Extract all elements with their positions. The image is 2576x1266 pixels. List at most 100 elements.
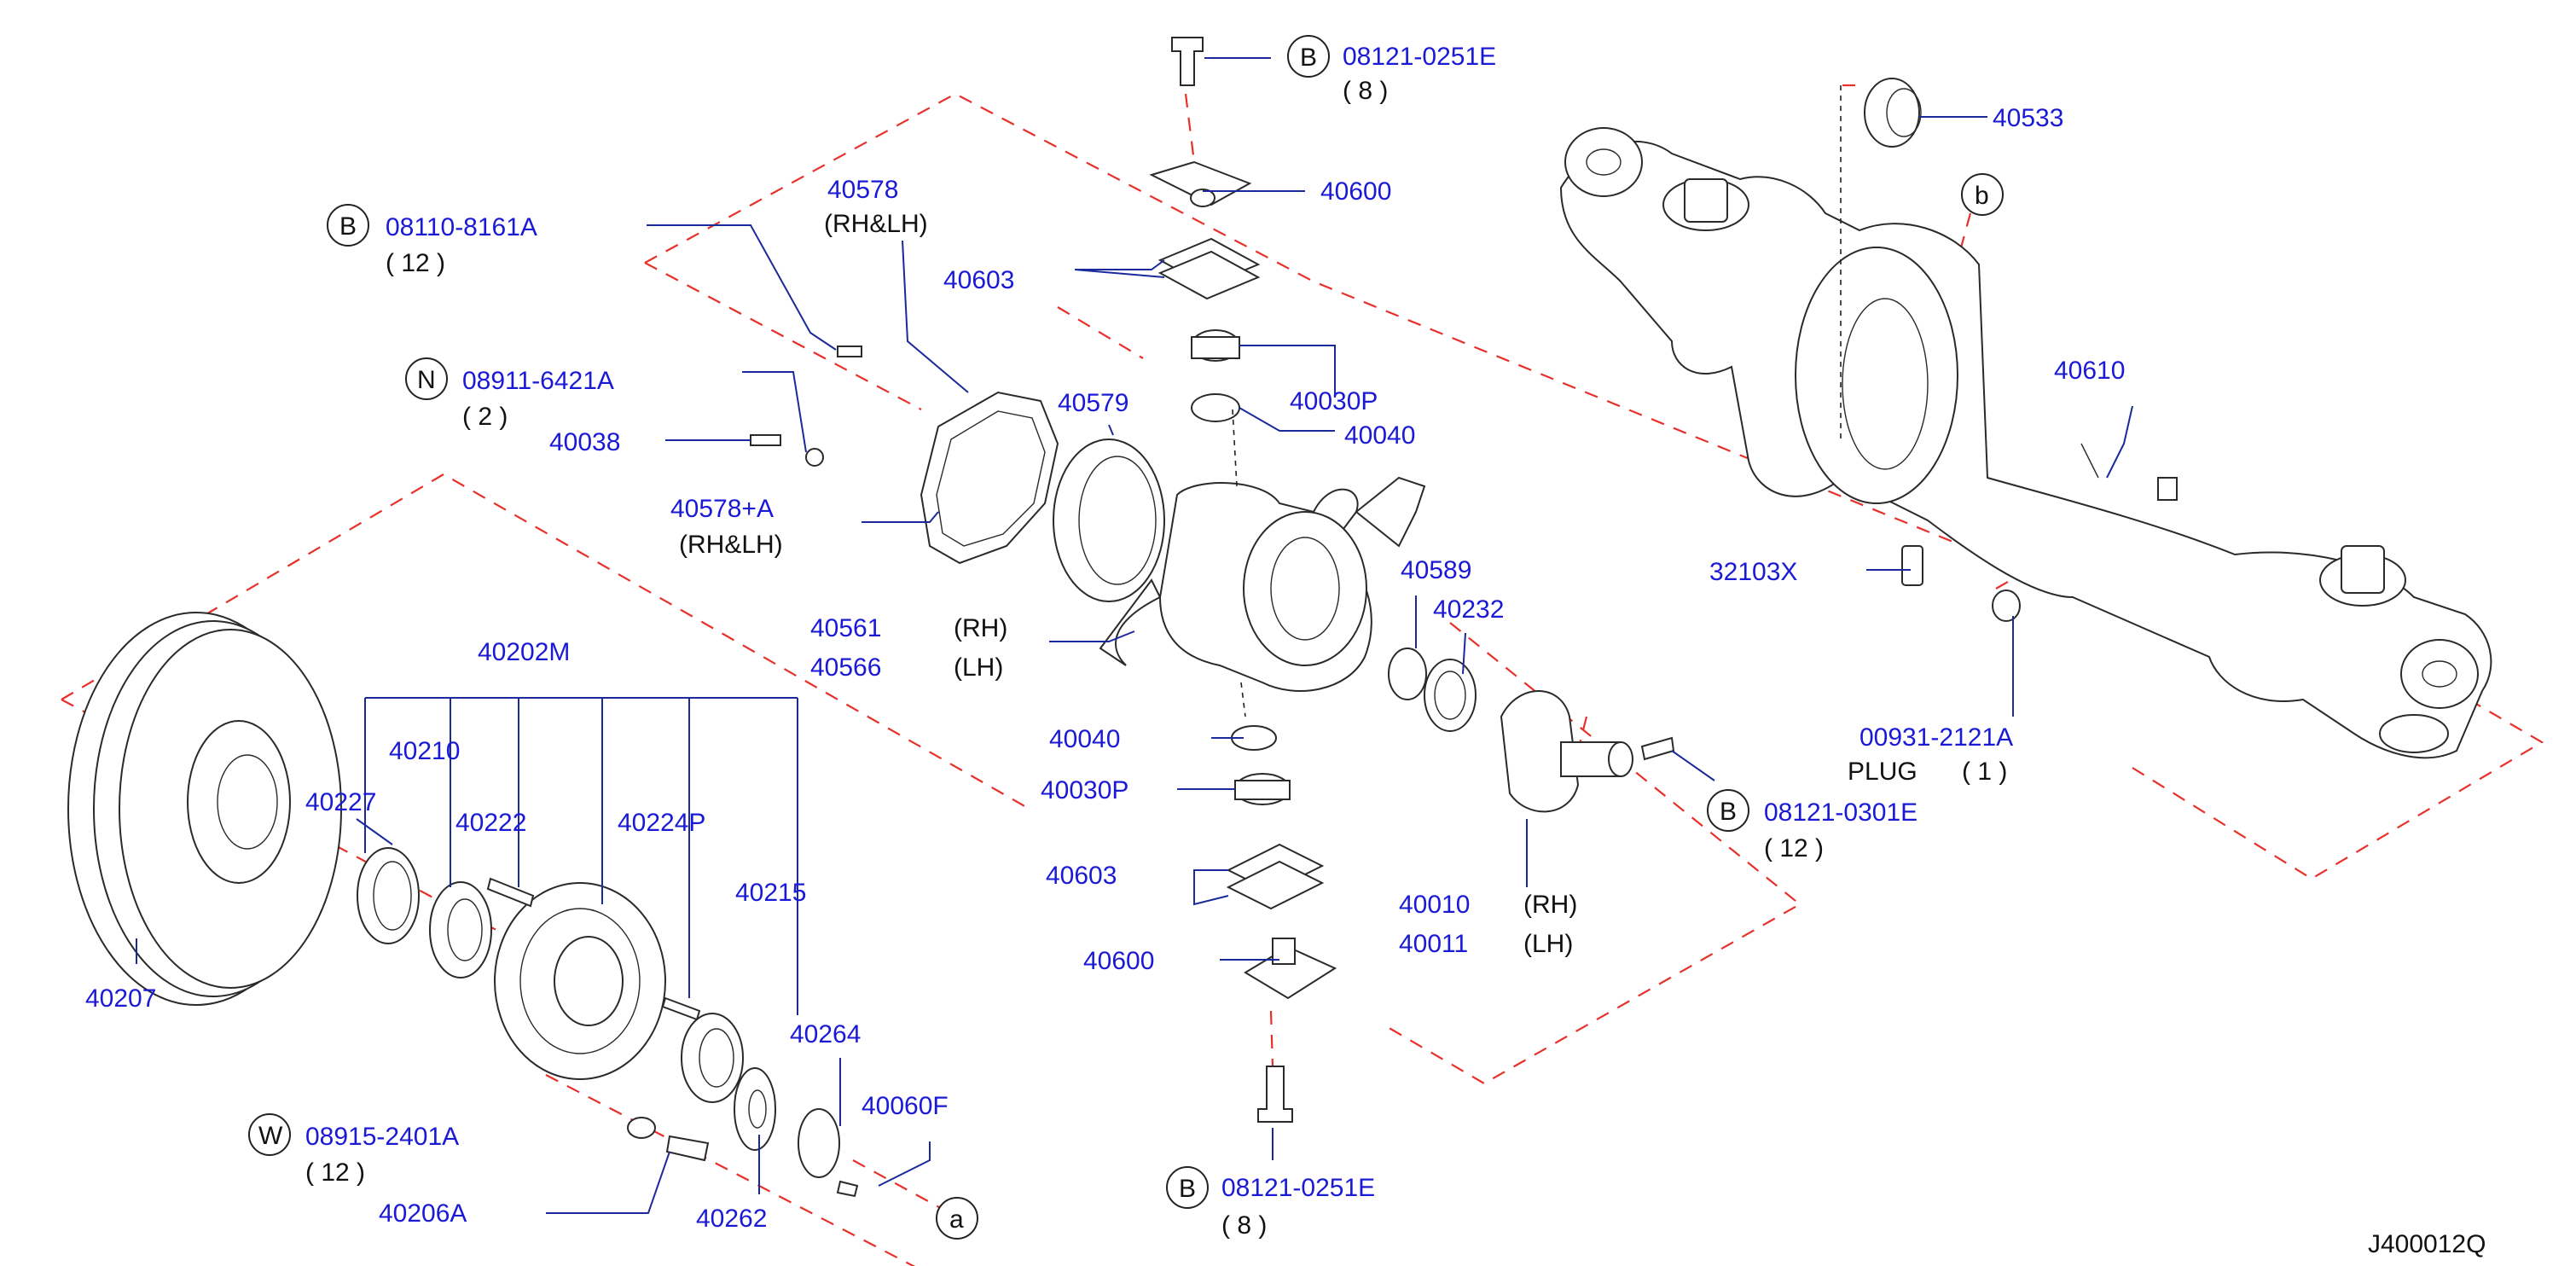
callout-40232: 40232 [1433, 595, 1504, 624]
king-pin-bottom-assembly [1226, 725, 1337, 1123]
callout-40224P: 40224P [618, 809, 705, 837]
callout-40060F: 40060F [862, 1092, 949, 1120]
prefix-circle [248, 1113, 291, 1156]
callout-40222: 40222 [455, 809, 526, 837]
callout-note: (RH&LH) [679, 531, 783, 559]
callout-qty: ( 12 ) [1764, 834, 1824, 862]
axle-right-tube-end [2400, 639, 2479, 709]
knuckle-bore [1243, 511, 1367, 666]
callout-08110-8161A: 08110-8161A [386, 213, 537, 241]
prefix-letter: B [1300, 44, 1317, 72]
prefix-circle [1707, 789, 1749, 832]
prefix-letter: W [258, 1122, 283, 1150]
callout-qty: ( 8 ) [1221, 1211, 1267, 1240]
bolt-08121-bot [1257, 1066, 1293, 1123]
washer-08915 [627, 1117, 656, 1139]
seal-40040-top [1191, 393, 1240, 422]
callout-40600-top: 40600 [1320, 177, 1391, 206]
bolt-40206A [665, 1135, 710, 1162]
shim-40603-bot-b [1226, 860, 1325, 910]
boundary-knuckle-mid [1057, 306, 1144, 359]
prefix-circle [1166, 1166, 1209, 1209]
callout-qty: ( 2 ) [462, 403, 508, 431]
boundary-bolt-top [1184, 93, 1196, 163]
callout-note: (LH) [954, 653, 1003, 682]
callout-40578: 40578 [827, 176, 898, 204]
hub-assembly [357, 847, 859, 1198]
plug-00931 [1992, 589, 2021, 622]
callout-40227: 40227 [305, 788, 376, 816]
callout-40038: 40038 [549, 428, 620, 456]
prefix-letter: B [339, 212, 357, 241]
leader-lines [136, 57, 2133, 1214]
prefix-circle [405, 357, 448, 400]
axle-housing-drawing [1559, 85, 2492, 759]
callout-40202M: 40202M [478, 638, 570, 666]
callout-40533: 40533 [1993, 104, 2063, 132]
callout-qty: ( 8 ) [1343, 77, 1388, 105]
seal-40579 [1053, 438, 1165, 602]
differential-cover [1795, 247, 1958, 504]
prefix-letter: B [1720, 798, 1737, 826]
boundary-ref-a [852, 1159, 948, 1212]
callout-40610: 40610 [2054, 357, 2125, 385]
knuckle-arm [1355, 476, 1426, 548]
shim-40603-top-b [1157, 250, 1261, 300]
reference-circle-a [936, 1197, 978, 1240]
callout-40215: 40215 [735, 879, 806, 907]
reference-circle-b [1961, 173, 2004, 216]
callout-40207: 40207 [85, 984, 156, 1013]
callout-40561: 40561 [810, 614, 881, 642]
callout-40206A: 40206A [379, 1199, 467, 1228]
bolt-40038 [750, 434, 781, 446]
callout-08915-2401A: 08915-2401A [305, 1123, 459, 1151]
bearing-40232 [1424, 659, 1477, 732]
boundary-axle-b [2132, 682, 2544, 880]
bolt-08121-top [1171, 37, 1204, 86]
lockwasher-40262 [734, 1067, 776, 1151]
callout-40262: 40262 [696, 1205, 767, 1233]
prefix-letter: N [417, 366, 436, 394]
callout-08911-6421A: 08911-6421A [462, 367, 614, 395]
callout-32103X: 32103X [1709, 558, 1797, 586]
breather-and-plug [1901, 545, 2021, 622]
callout-40040-top: 40040 [1344, 421, 1415, 450]
callout-00931-2121A: 00931-2121A [1859, 723, 2013, 752]
oil-seal-40533 [1864, 78, 1922, 148]
boundary-knuckle-left [644, 262, 922, 410]
knuckle-gasket-seal [750, 346, 1165, 602]
callout-40040-bot: 40040 [1049, 725, 1120, 753]
callout-40600-bot: 40600 [1083, 947, 1154, 975]
callout-40030P-top: 40030P [1290, 387, 1378, 415]
stud-40224P [661, 996, 701, 1021]
prefix-circle [1287, 35, 1330, 78]
brake-rotor-40207 [67, 612, 342, 1006]
callout-40589: 40589 [1401, 556, 1471, 584]
callout-08121-0251E-bot: 08121-0251E [1221, 1174, 1375, 1202]
reference-letter-b: b [1975, 182, 1989, 210]
breather-32103X [1901, 545, 1923, 586]
axle-housing-body [1559, 141, 2492, 759]
bolt-40060F [836, 1180, 859, 1198]
callout-qty: ( 12 ) [386, 249, 445, 277]
bolt-08121-0301E [1640, 736, 1675, 761]
callout-40579: 40579 [1058, 389, 1128, 417]
plate-40264 [798, 1108, 840, 1178]
spindle-flange [1500, 690, 1580, 813]
callout-40566: 40566 [810, 653, 881, 682]
callout-note: (LH) [1523, 930, 1573, 958]
spindle-assembly [1388, 648, 1675, 813]
nut-08911 [805, 448, 824, 467]
axle-left-tube-end [1564, 127, 1643, 197]
hub-bolt-40222 [486, 877, 535, 908]
callout-qty: ( 12 ) [305, 1159, 365, 1187]
callout-08121-0301E: 08121-0301E [1764, 799, 1917, 827]
callout-40603-top: 40603 [943, 266, 1014, 294]
bolt-08110 [837, 346, 862, 357]
gasket-40578 [920, 391, 1059, 565]
callout-40011: 40011 [1399, 930, 1468, 958]
callout-08121-0251E-top: 08121-0251E [1343, 43, 1496, 71]
spacer-40589 [1388, 648, 1427, 700]
differential-opening [1842, 298, 1929, 470]
